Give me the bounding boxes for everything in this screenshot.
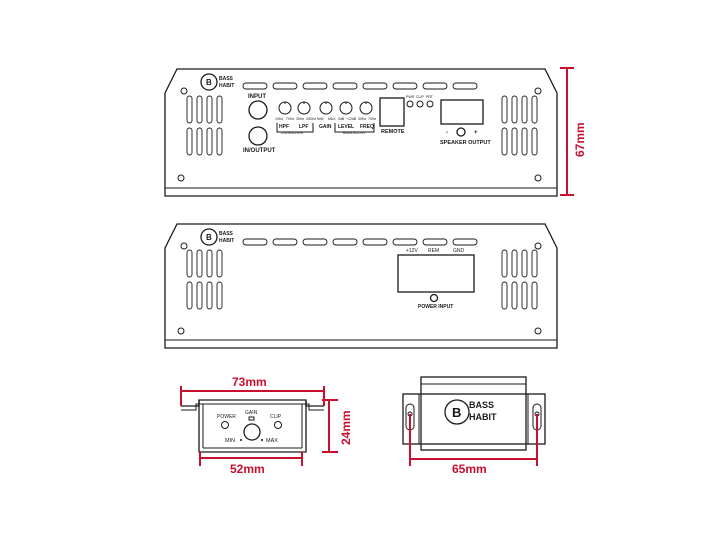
remote-power-label: POWER — [217, 414, 236, 420]
mount-hole-icon — [534, 87, 542, 95]
led-pwr-icon — [406, 100, 414, 108]
remote-port-label: REMOTE — [381, 129, 405, 135]
knob-range-label: 30Hz — [296, 117, 304, 121]
brand-logo-rear: B BASS HABIT — [200, 228, 234, 246]
remote-min-label: MIN — [225, 438, 235, 444]
knob-range-label: 70Hz — [368, 117, 376, 121]
led-prt-label: PRT — [426, 95, 434, 99]
svg-text:B: B — [206, 233, 212, 242]
mount-hole-icon — [534, 242, 542, 250]
power-terminal-block-icon — [397, 254, 475, 293]
led-clip-icon — [416, 100, 424, 108]
remote-power-led-icon — [221, 421, 229, 429]
led-clip-label: CLIP — [416, 95, 424, 99]
rear-left-vents — [186, 249, 223, 310]
speaker-plus-label: + — [474, 130, 478, 136]
amp-rear-view: B BASS HABIT — [164, 223, 558, 349]
mount-hole-icon — [180, 87, 188, 95]
brand-line1: BASS — [219, 231, 234, 237]
input-label: INPUT — [248, 94, 266, 100]
front-left-vents — [186, 95, 223, 156]
svg-text:B: B — [206, 78, 212, 87]
speaker-output-terminal-icon — [440, 99, 484, 125]
housing-base-plate — [402, 393, 546, 445]
remote-inner-width-label: 52mm — [230, 462, 265, 476]
rear-right-vents — [501, 249, 538, 310]
mount-hole-icon — [177, 327, 185, 335]
hpf-label: HPF — [279, 124, 289, 130]
knob-range-label: +12dB — [346, 117, 357, 121]
brand-line1: BASS — [219, 76, 234, 82]
power-input-label: POWER INPUT — [418, 304, 453, 310]
knob-range-label: MIN — [317, 117, 324, 121]
speaker-minus-label: - — [446, 130, 448, 136]
remote-gain-label: GAIN — [245, 410, 258, 416]
remote-gain-indicator — [248, 416, 255, 421]
led-prt-icon — [426, 100, 434, 108]
mount-hole-icon — [177, 174, 185, 182]
remote-port-icon — [379, 97, 405, 127]
remote-gain-knob-icon — [243, 423, 261, 441]
crossover-label: CROSSOVER — [281, 131, 304, 135]
terminal-12v-label: +12V — [406, 248, 418, 254]
brand-line2: HABIT — [469, 412, 497, 422]
level-label: LEVEL — [338, 124, 354, 130]
power-screw-icon — [429, 293, 439, 303]
remote-height-label: 24mm — [339, 410, 353, 445]
terminal-gnd-label: GND — [453, 248, 465, 254]
lpf-label: LPF — [299, 124, 308, 130]
knob-range-label: 0dB — [338, 117, 345, 121]
height-dimension-label: 67mm — [573, 122, 587, 157]
knob-range-label: 30Hz — [358, 117, 366, 121]
speaker-screw-icon — [456, 127, 466, 137]
brand-logo-front: B BASS HABIT — [200, 73, 234, 91]
amp-front-outline — [164, 68, 558, 197]
housing-body-outline — [420, 376, 527, 451]
remote-clip-led-icon — [274, 421, 282, 429]
knob-range-label: 10Hz — [275, 117, 283, 121]
front-control-knobs — [278, 101, 373, 115]
remote-body-outline — [198, 400, 307, 453]
housing-width-label: 65mm — [452, 462, 487, 476]
speaker-output-label: SPEAKER OUTPUT — [440, 140, 491, 146]
bass-boost-label: BASS BOOST — [343, 131, 366, 135]
remote-max-label: MAX — [266, 438, 278, 444]
mount-hole-icon — [534, 327, 542, 335]
amp-rear-outline — [164, 223, 558, 349]
input-jack-icon — [248, 100, 268, 120]
amp-front-view: B BASS HABIT — [164, 67, 587, 197]
inoutput-jack-icon — [248, 126, 268, 146]
knob-range-label: 250Hz — [306, 117, 316, 121]
brand-line2: HABIT — [219, 238, 234, 244]
mount-hole-icon — [180, 242, 188, 250]
gain-label: GAIN — [319, 124, 332, 130]
remote-controller-view: POWER GAIN CLIP MIN MAX 73mm 52mm 24mm — [180, 375, 353, 476]
led-pwr-label: PWR — [406, 95, 415, 99]
knob-range-label: MAX — [328, 117, 336, 121]
remote-clip-label: CLIP — [270, 414, 282, 420]
front-top-vent-slots — [242, 82, 478, 90]
knob-range-label: 70Hz — [286, 117, 294, 121]
brand-line1: BASS — [469, 400, 494, 410]
inoutput-label: IN/OUTPUT — [243, 148, 276, 154]
brand-logo-housing: B BASS HABIT — [444, 399, 497, 425]
remote-outer-width-label: 73mm — [232, 375, 267, 389]
brand-line2: HABIT — [219, 83, 234, 89]
freq-label: FREQ — [360, 124, 374, 130]
housing-view: B BASS HABIT 65mm — [402, 376, 546, 476]
svg-text:B: B — [452, 405, 461, 420]
terminal-rem-label: REM — [428, 248, 439, 254]
mount-hole-icon — [534, 174, 542, 182]
rear-top-vent-slots — [242, 238, 478, 246]
status-leds: PWR CLIP PRT — [406, 95, 434, 108]
front-right-vents — [501, 95, 538, 156]
